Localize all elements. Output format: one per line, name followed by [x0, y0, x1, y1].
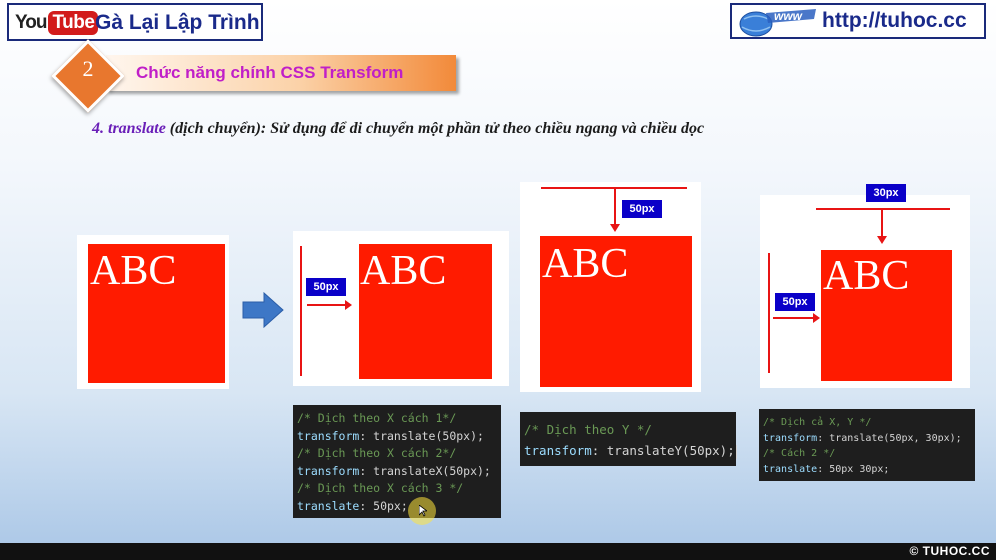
youtube-logo-tube: Tube — [48, 11, 99, 35]
code-line: translate: 50px 30px; — [763, 463, 890, 475]
code-line: transform: translateX(50px); — [297, 463, 491, 478]
section-title: Chức năng chính CSS Transform — [136, 63, 404, 82]
translate-explanation: (dịch chuyển): Sử dụng để di chuyển một … — [165, 120, 705, 137]
arrow-y-icon-xy — [877, 210, 887, 244]
www-text: www — [774, 9, 803, 23]
bottom-bar — [0, 543, 996, 560]
origin-line-vertical — [300, 246, 302, 376]
demo-original-text: ABC — [90, 248, 177, 294]
watermark: © TUHOC.CC — [909, 544, 990, 558]
demo-translate-xy-text: ABC — [823, 253, 910, 299]
offset-y-label: 50px — [622, 200, 662, 218]
demo-translate-y-box — [540, 236, 692, 387]
code-block-translate-xy: /* Dịch cả X, Y */ transform: translate(… — [759, 409, 975, 481]
arrow-right-icon — [242, 292, 284, 328]
demo-original-box — [88, 244, 225, 383]
offset-y-label-xy: 30px — [866, 184, 906, 202]
origin-line-horizontal-xy — [816, 208, 950, 210]
demo-translate-xy-box — [821, 250, 952, 381]
text-caret — [735, 444, 737, 459]
channel-name: Gà Lại Lập Trình — [95, 11, 260, 34]
code-block-translate-x: /* Dịch theo X cách 1*/ transform: trans… — [293, 405, 501, 518]
code-comment: /* Dịch theo X cách 1*/ — [297, 411, 457, 425]
code-comment: /* Dịch theo X cách 3 */ — [297, 481, 464, 496]
website-header: www http://tuhoc.cc — [730, 3, 986, 39]
arrow-x-icon-xy — [773, 313, 820, 323]
offset-x-label-xy: 50px — [775, 293, 815, 311]
arrow-x-icon — [307, 300, 352, 310]
code-comment: /* Dịch theo X cách 2*/ — [297, 446, 457, 461]
code-block-translate-y: /* Dịch theo Y */ transform: translateY(… — [520, 412, 737, 466]
code-line: transform: translate(50px); — [297, 428, 484, 443]
section-banner — [106, 55, 456, 91]
channel-header: You Tube Gà Lại Lập Trình — [7, 3, 263, 41]
code-comment: /* Dịch theo Y */ — [524, 422, 652, 437]
code-line: transform: translateY(50px); — [524, 443, 737, 459]
code-comment: /* Dịch cả X, Y */ — [763, 417, 872, 428]
code-line: transform: translate(50px, 30px); — [763, 432, 962, 444]
code-line: translate: 50px; — [297, 498, 408, 513]
arrow-y-icon — [610, 188, 620, 232]
offset-x-label: 50px — [306, 278, 346, 296]
code-comment: /* Cách 2 */ — [763, 448, 836, 459]
translate-keyword: 4. translate — [92, 120, 166, 137]
translate-description: 4. translate (dịch chuyển): Sử dụng để d… — [92, 120, 704, 138]
site-url: http://tuhoc.cc — [822, 9, 967, 32]
mouse-cursor-icon — [419, 505, 427, 517]
demo-translate-x-box — [359, 244, 492, 379]
origin-line-vertical-xy — [768, 253, 770, 373]
demo-translate-y-text: ABC — [542, 241, 629, 287]
www-globe-icon: www — [739, 9, 816, 37]
youtube-logo: You Tube — [15, 11, 99, 35]
youtube-logo-you: You — [15, 12, 48, 33]
section-number: 2 — [82, 56, 94, 81]
demo-translate-x-text: ABC — [360, 248, 447, 294]
